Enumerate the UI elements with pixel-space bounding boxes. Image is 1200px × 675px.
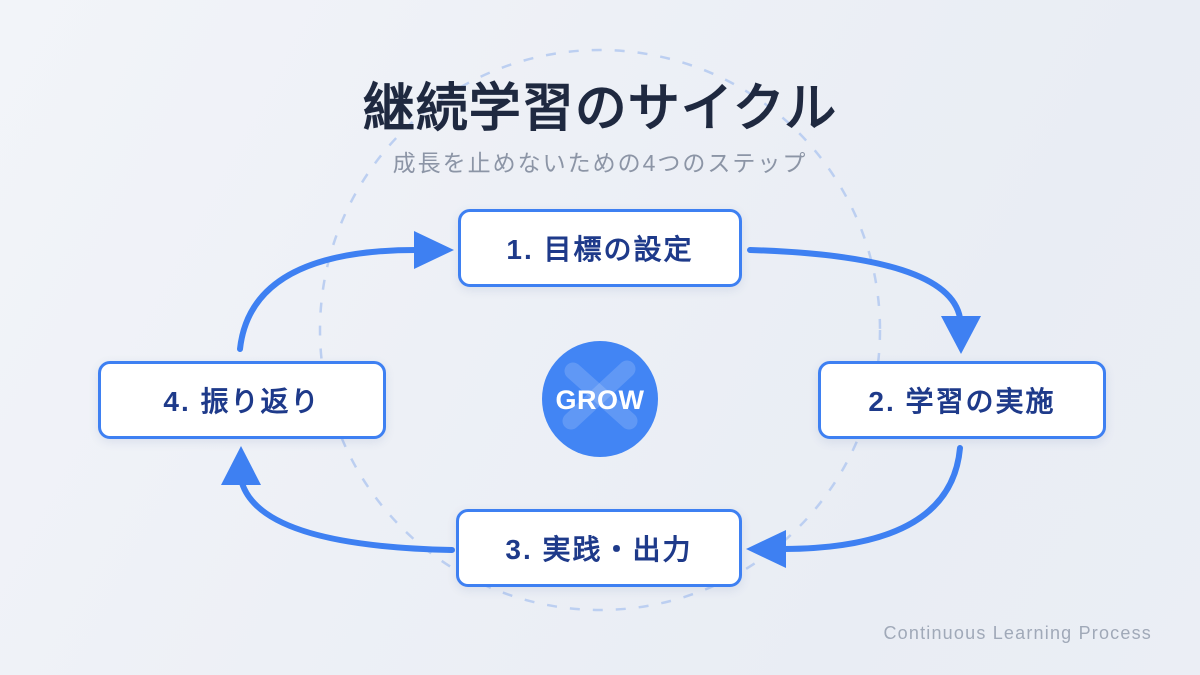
cycle-arrow-step4-to-step1 bbox=[237, 231, 454, 352]
step-box-learning-execution: 2. 学習の実施 bbox=[818, 361, 1106, 439]
arrowhead-left-icon bbox=[746, 530, 786, 568]
cycle-arrow-step3-to-step4 bbox=[221, 446, 455, 553]
cycle-arrow-step1-to-step2 bbox=[747, 247, 981, 354]
dashed-cycle-circle bbox=[318, 48, 882, 612]
grow-circle bbox=[542, 341, 658, 457]
page-title: 継続学習のサイクル bbox=[362, 80, 838, 138]
step-label: 4. 振り返り bbox=[163, 386, 321, 417]
step-box-practice-output: 3. 実践・出力 bbox=[456, 509, 742, 587]
x-icon bbox=[562, 360, 638, 430]
cycle-arrow-step2-to-step3 bbox=[746, 445, 963, 568]
step-box-reflection: 4. 振り返り bbox=[98, 361, 386, 439]
page-subtitle: 成長を止めないための4つのステップ bbox=[392, 150, 808, 176]
step-label: 2. 学習の実施 bbox=[868, 386, 1056, 417]
arrowhead-up-icon bbox=[221, 446, 261, 485]
step-label: 3. 実践・出力 bbox=[505, 534, 693, 565]
step-box-goal-setting: 1. 目標の設定 bbox=[458, 209, 742, 287]
footer-caption: Continuous Learning Process bbox=[883, 623, 1152, 643]
step-label: 1. 目標の設定 bbox=[506, 234, 694, 265]
arrowhead-right-icon bbox=[414, 231, 454, 269]
arrowhead-down-icon bbox=[941, 316, 981, 354]
grow-label: GROW bbox=[555, 385, 645, 415]
